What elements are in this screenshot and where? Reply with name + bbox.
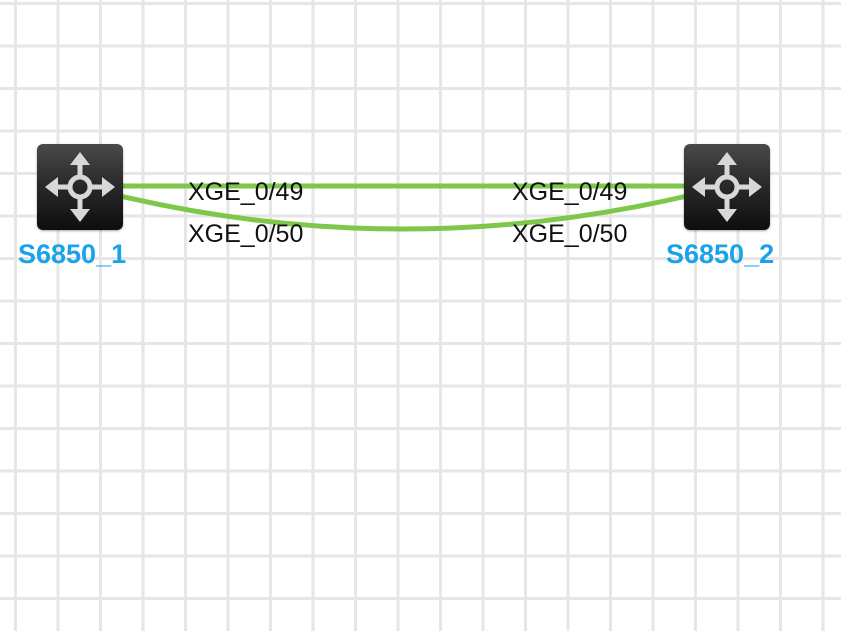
device-label-s6850-1: S6850_1 bbox=[18, 239, 127, 269]
switch-device-s6850-2[interactable] bbox=[684, 144, 770, 230]
layer3-switch-icon bbox=[692, 152, 762, 222]
link-xge-0-50[interactable] bbox=[117, 193, 690, 232]
port-label-s6850-2-xge-0-50: XGE_0/50 bbox=[512, 220, 628, 248]
port-label-s6850-1-xge-0-49: XGE_0/49 bbox=[188, 178, 304, 206]
port-label-s6850-2-xge-0-49: XGE_0/49 bbox=[512, 178, 628, 206]
port-label-s6850-1-xge-0-50: XGE_0/50 bbox=[188, 220, 304, 248]
layer3-switch-icon bbox=[45, 152, 115, 222]
device-label-s6850-2: S6850_2 bbox=[666, 239, 775, 269]
switch-device-s6850-1[interactable] bbox=[37, 144, 123, 230]
